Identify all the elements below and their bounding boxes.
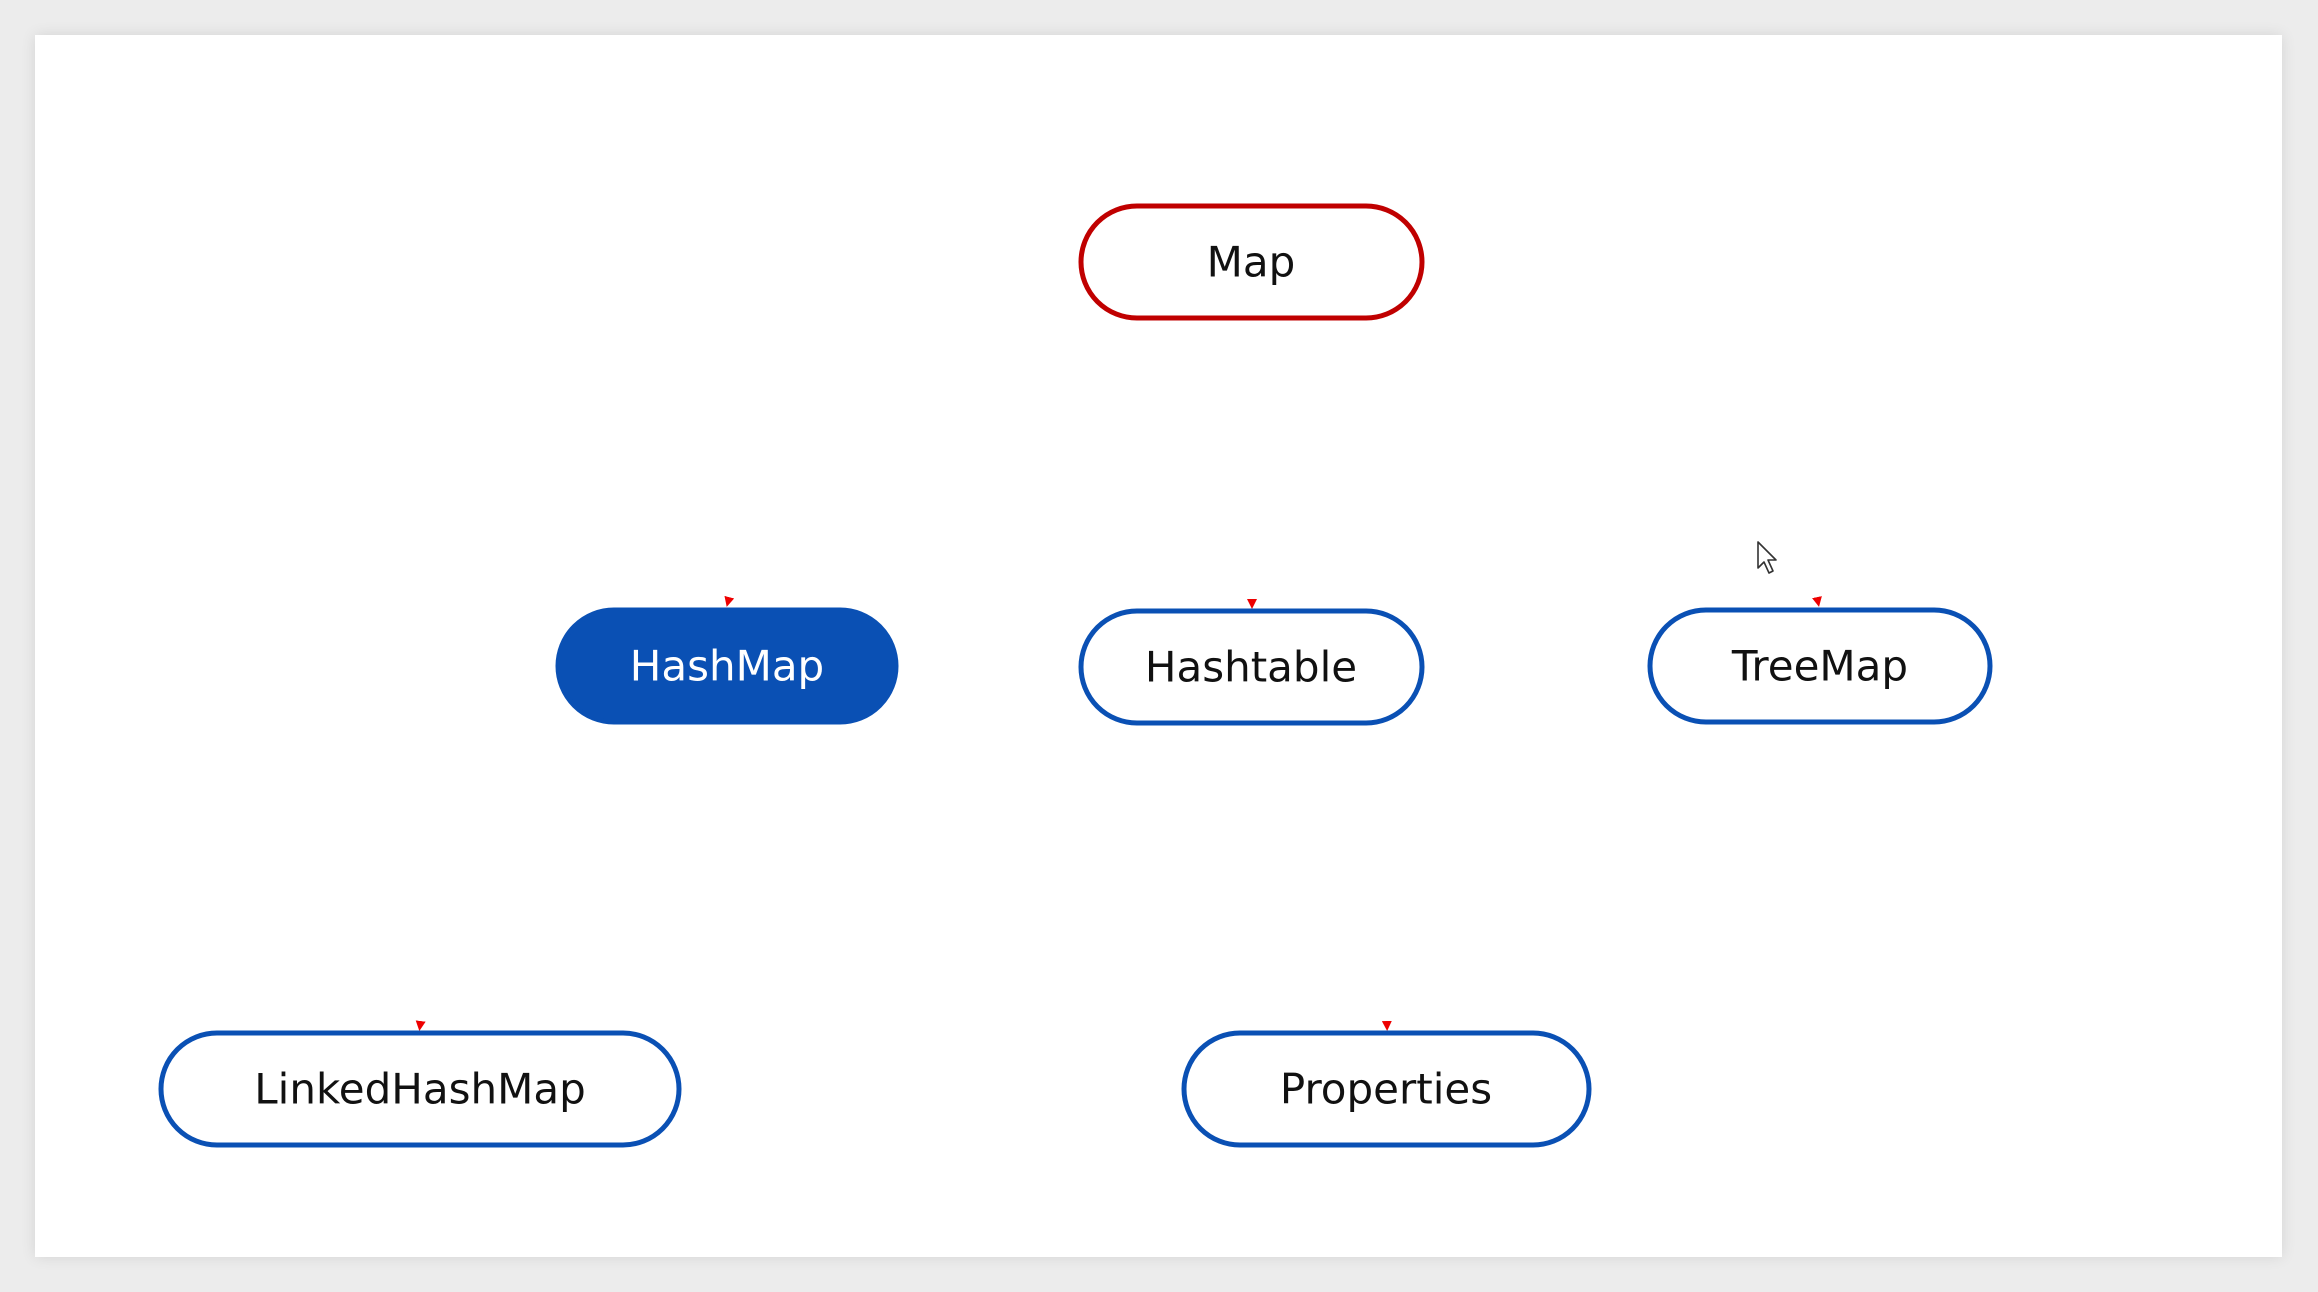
node-properties-label: Properties [1280, 1065, 1492, 1114]
node-hashtable[interactable]: Hashtable [1078, 608, 1425, 726]
node-treemap-label: TreeMap [1731, 642, 1908, 691]
node-properties-shape [1181, 1030, 1592, 1148]
node-hashtable-shape [1078, 608, 1425, 726]
node-linkedhashmap-shape [158, 1030, 682, 1148]
node-hashmap[interactable]: HashMap [555, 607, 899, 725]
node-hashtable-label: Hashtable [1145, 643, 1357, 692]
node-properties[interactable]: Properties [1181, 1030, 1592, 1148]
edge-map-treemap [1812, 596, 1822, 607]
node-map-label: Map [1207, 238, 1296, 287]
edge-hashtable-properties [1381, 1020, 1392, 1031]
edge-hashmap-linkedhashmap [415, 1020, 426, 1031]
node-hashmap-label: HashMap [630, 642, 824, 691]
edge-map-hashmap [724, 595, 735, 607]
node-linkedhashmap[interactable]: LinkedHashMap [158, 1030, 682, 1148]
node-linkedhashmap-label: LinkedHashMap [254, 1065, 585, 1114]
node-treemap[interactable]: TreeMap [1647, 607, 1993, 725]
node-treemap-shape [1647, 607, 1993, 725]
mouse-pointer-icon [1757, 541, 1777, 574]
node-hashmap-shape [555, 607, 899, 725]
node-map[interactable]: Map [1078, 203, 1425, 321]
node-map-shape [1078, 203, 1425, 321]
